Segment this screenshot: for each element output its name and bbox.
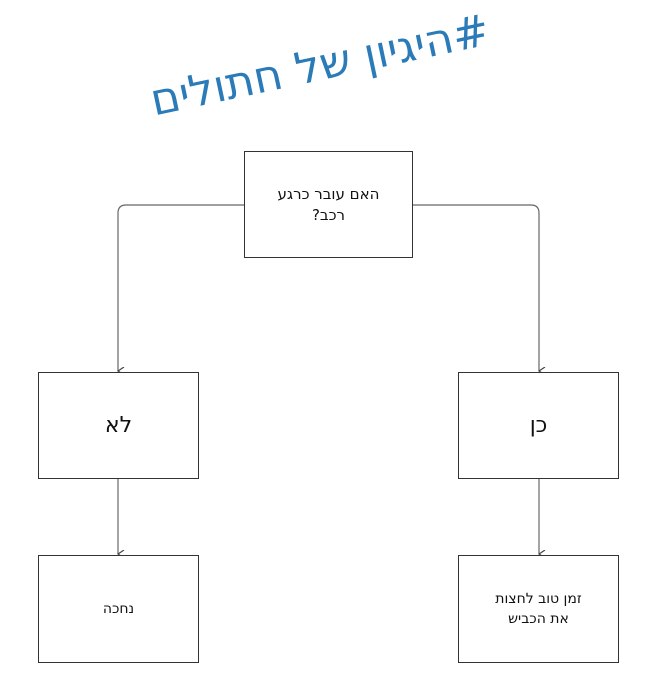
no-text: לא [104, 413, 133, 438]
no-node: לא [38, 372, 199, 479]
no-result-node: נחכה [38, 555, 199, 663]
yes-text: כן [529, 413, 548, 438]
yes-node: כן [458, 372, 619, 479]
connector-question-to-yes [412, 204, 539, 371]
no-result-text: נחכה [102, 601, 135, 617]
question-text: האם עובר כרגע רכב? [277, 184, 380, 224]
yes-result-node: זמן טוב לחצות את הכביש [458, 555, 619, 663]
connector-question-to-no [118, 204, 244, 371]
question-node: האם עובר כרגע רכב? [244, 151, 413, 258]
yes-result-text: זמן טוב לחצות את הכביש [495, 591, 582, 627]
